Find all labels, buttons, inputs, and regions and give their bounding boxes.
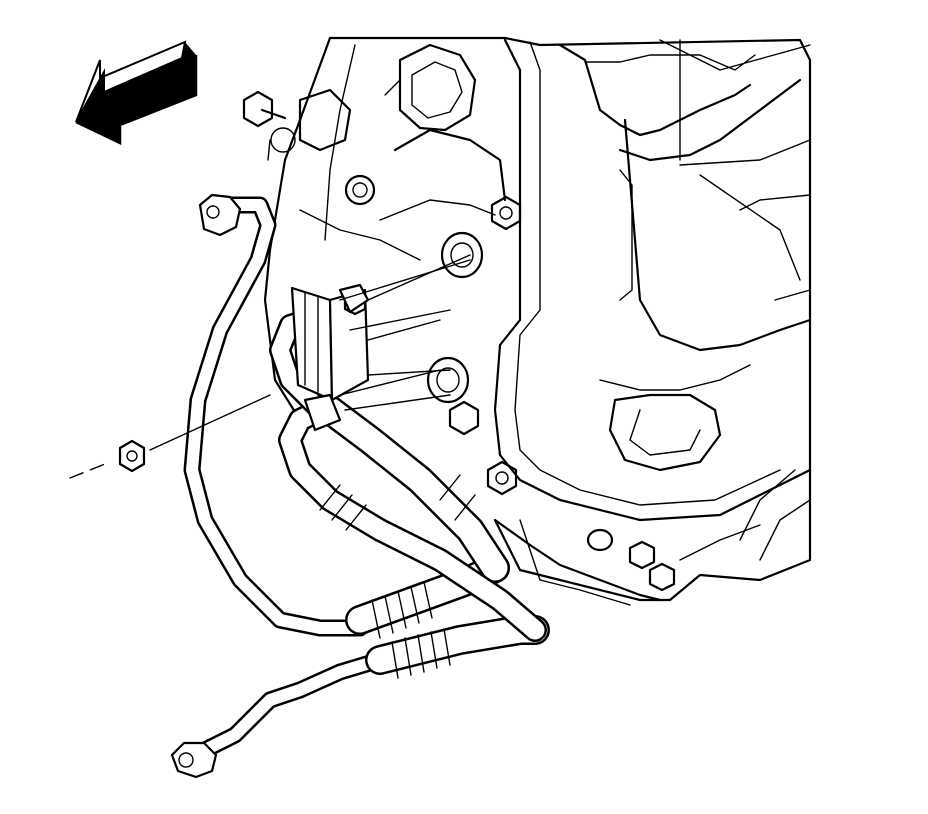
bracket-bolt	[242, 90, 287, 161]
case-fittings	[303, 259, 471, 432]
cooler-line-bracket	[290, 254, 471, 411]
lower-line-fitting	[170, 741, 218, 779]
cooler-lines	[183, 196, 550, 764]
transmission-case	[263, 36, 812, 606]
direction-arrow-icon	[75, 40, 198, 145]
upper-line-fitting	[198, 193, 242, 237]
cooler-line-nut	[69, 394, 271, 479]
